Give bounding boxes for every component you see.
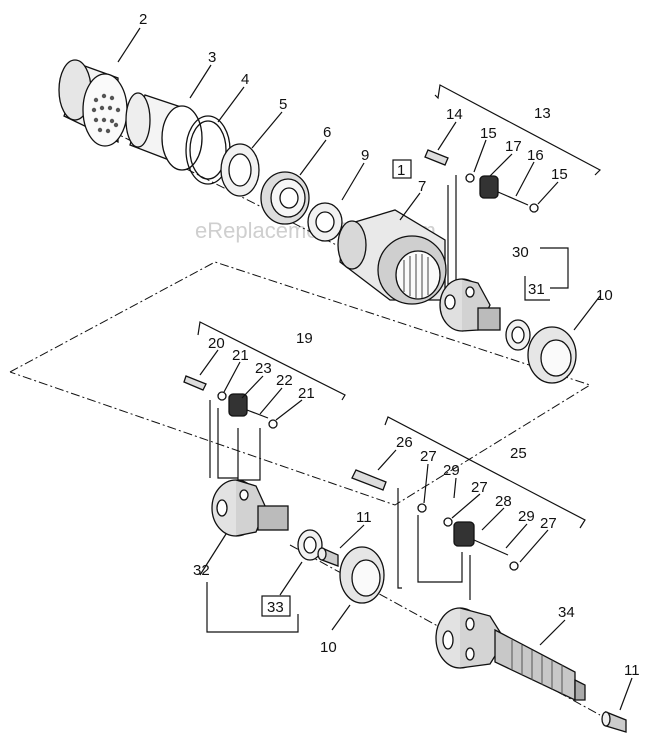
callout-28: 28: [495, 493, 512, 510]
part-23-planet-gear: [228, 393, 248, 417]
callout-3: 3: [208, 49, 216, 66]
part-17-planet-gear: [479, 175, 499, 199]
callout-21-b: 21: [298, 385, 315, 402]
callout-1: 1: [397, 162, 405, 179]
callout-14: 14: [446, 106, 463, 123]
part-5-washer-hole: [228, 153, 252, 187]
callout-10-lower: 10: [320, 639, 337, 656]
box-33: [261, 595, 291, 617]
callout-20: 20: [208, 335, 225, 352]
part-20-pin: [183, 375, 207, 391]
callout-7: 7: [418, 178, 426, 195]
callout-33: 33: [267, 599, 284, 616]
callout-17: 17: [505, 138, 522, 155]
callout-11-lower: 11: [624, 662, 640, 679]
leader-19c: [237, 428, 261, 481]
callout-19: 19: [296, 330, 313, 347]
callout-23: 23: [255, 360, 272, 377]
bracket-31: [524, 276, 550, 301]
part-14-pin: [424, 149, 449, 166]
part-7-ring-gear-housing: [337, 209, 447, 305]
part-2-perforated-drum: [58, 59, 128, 147]
part-21-ring-a: [217, 391, 227, 401]
callout-30: 30: [512, 244, 529, 261]
callout-10-upper: 10: [596, 287, 613, 304]
callout-27-b: 27: [471, 479, 488, 496]
part-3-sleeve: [125, 92, 203, 171]
part-27-ring-b: [443, 517, 453, 527]
part-16-needle-pin: [497, 191, 529, 206]
callout-29-a: 29: [443, 462, 460, 479]
callout-5: 5: [279, 96, 287, 113]
part-10-bushing-lower: [339, 546, 385, 604]
callout-27-a: 27: [420, 448, 437, 465]
callout-leaders: [117, 27, 633, 711]
leader-25b: [417, 515, 463, 583]
group-19-bracket: [197, 321, 346, 401]
callout-29-b: 29: [518, 508, 535, 525]
bracket-30-31: [540, 247, 569, 289]
part-21-ring-b: [268, 419, 278, 429]
part-22-needle-pin: [246, 409, 269, 419]
part-10-bushing-upper: [527, 326, 577, 384]
part-15-ring-b: [529, 203, 539, 213]
part-31-washer-hole: [511, 326, 525, 344]
callout-31: 31: [528, 281, 545, 298]
reference-box-1: [392, 159, 412, 179]
callout-13: 13: [534, 105, 551, 122]
part-32-planet-carrier: [211, 479, 289, 537]
part-33-washer-hole: [303, 536, 317, 554]
callout-34: 34: [558, 604, 575, 621]
part-34-spindle-carrier: [435, 607, 586, 702]
callout-15-a: 15: [480, 125, 497, 142]
callout-4: 4: [241, 71, 249, 88]
part-27-ring-c: [509, 561, 519, 571]
callout-9: 9: [361, 147, 369, 164]
leader-25a: [397, 488, 402, 589]
callout-26: 26: [396, 434, 413, 451]
part-11-bushing-lower-end: [601, 711, 611, 727]
callout-6: 6: [323, 124, 331, 141]
part-30-planet-carrier: [439, 278, 501, 332]
group-13-bracket: [434, 84, 601, 176]
part-6-bearing: [260, 171, 310, 225]
callout-16: 16: [527, 147, 544, 164]
callout-27-c: 27: [540, 515, 557, 532]
callout-11-mid: 11: [356, 509, 372, 526]
callout-25: 25: [510, 445, 527, 462]
part-26-pin: [351, 469, 387, 491]
part-15-ring-a: [465, 173, 475, 183]
callout-22: 22: [276, 372, 293, 389]
part-4-o-ring-inner: [189, 120, 227, 180]
leader-19b: [217, 408, 238, 479]
bracket-32-33: [206, 582, 299, 633]
callout-2: 2: [139, 11, 147, 28]
part-28-planet-gear: [453, 521, 475, 547]
part-29-needle-pin: [473, 539, 509, 556]
part-11-bushing-mid-end: [317, 547, 327, 561]
part-9-thrust-washer-hole: [315, 211, 335, 233]
callout-labels: 2 3 4 5 6 9 1 7 14 13 15 17 16 15 30 31 …: [139, 11, 640, 679]
part-27-ring-a: [417, 503, 427, 513]
callout-21-a: 21: [232, 347, 249, 364]
callout-32: 32: [193, 562, 210, 579]
group-25-bracket: [384, 416, 586, 529]
callout-15-b: 15: [551, 166, 568, 183]
